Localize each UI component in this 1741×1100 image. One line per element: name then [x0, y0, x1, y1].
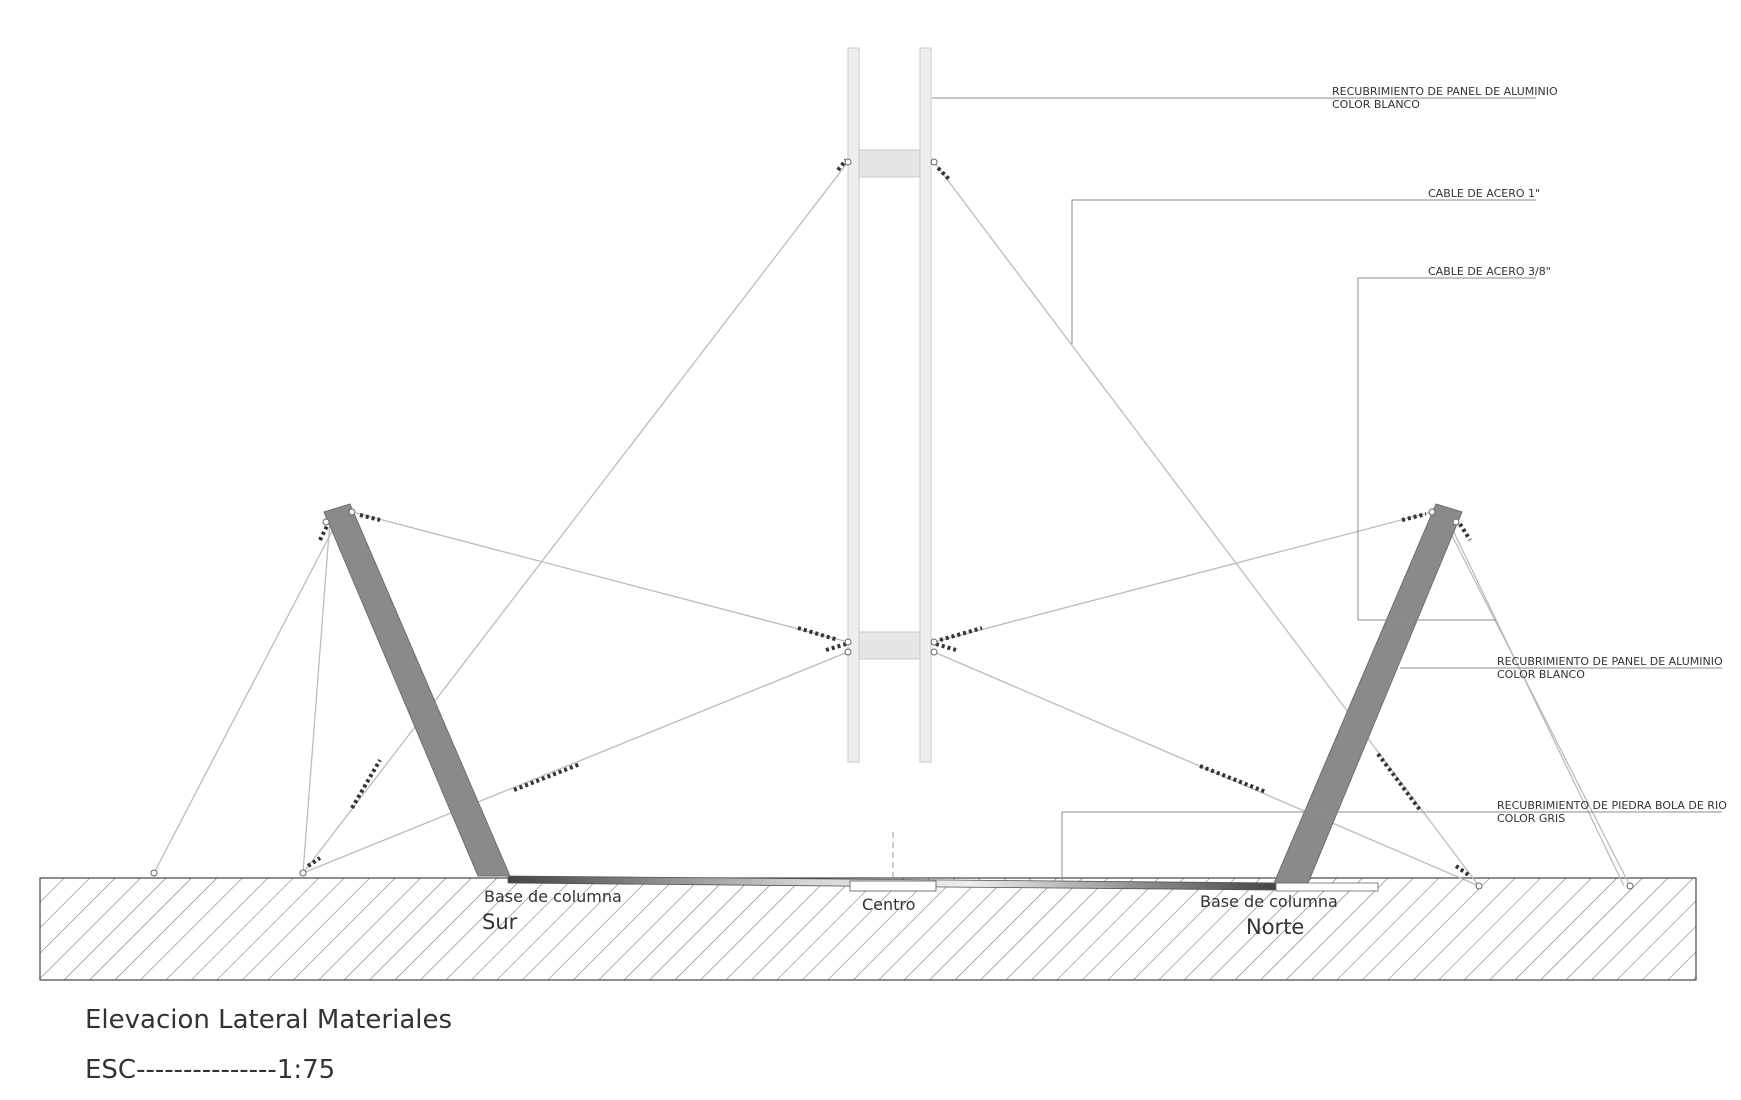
cable-mast-to-right-column-top [933, 511, 1433, 643]
center-plate [849, 880, 937, 892]
mast-upper-brace [858, 149, 921, 178]
mast-lower-brace [858, 631, 921, 660]
label-base-sur: Base de columna [484, 887, 622, 906]
drawing-title: Elevacion Lateral Materiales [85, 1005, 452, 1035]
leader-cable-38 [1357, 277, 1536, 621]
note-stone-line2: COLOR GRIS [1497, 812, 1565, 825]
cable-left-column-backstay-inner [302, 519, 331, 874]
note-stone-line1: RECUBRIMIENTO DE PIEDRA BOLA DE RIO [1497, 799, 1727, 812]
note-panel-right-line2: COLOR BLANCO [1497, 668, 1585, 681]
label-norte: Norte [1246, 915, 1304, 939]
label-sur: Sur [482, 910, 518, 934]
cable-mast-to-left-anchor [302, 651, 849, 874]
mast-right-panel [919, 47, 932, 763]
north-plate [1275, 882, 1379, 892]
cable-mast-to-left-column-top [351, 511, 849, 643]
column-norte [1273, 503, 1463, 884]
turnbuckles [306, 158, 1472, 878]
note-cable-38: CABLE DE ACERO 3/8" [1428, 265, 1551, 278]
drawing-scale: ESC---------------1:75 [85, 1055, 335, 1085]
label-base-norte: Base de columna [1200, 892, 1338, 911]
cable-right-column-backstay-inner [1447, 519, 1625, 887]
note-panel-right-line1: RECUBRIMIENTO DE PANEL DE ALUMINIO [1497, 655, 1723, 668]
cable-right-column-backstay-outer [1439, 511, 1631, 887]
note-panel-top-line1: RECUBRIMIENTO DE PANEL DE ALUMINIO [1332, 85, 1558, 98]
cable-mast-top-to-left-ground [302, 161, 849, 874]
leader-stone [1061, 811, 1722, 882]
cable-pins [150, 158, 1634, 890]
cable-mast-top-to-right-ground [933, 161, 1480, 887]
note-cable-1: CABLE DE ACERO 1" [1428, 187, 1540, 200]
note-panel-top-line2: COLOR BLANCO [1332, 98, 1420, 111]
column-sur [323, 503, 511, 877]
mast-left-panel [847, 47, 860, 763]
leader-cable-1 [1071, 199, 1536, 344]
label-centro: Centro [862, 895, 915, 914]
ground-hatch [39, 877, 1697, 981]
cable-left-column-backstay-outer [153, 511, 343, 874]
